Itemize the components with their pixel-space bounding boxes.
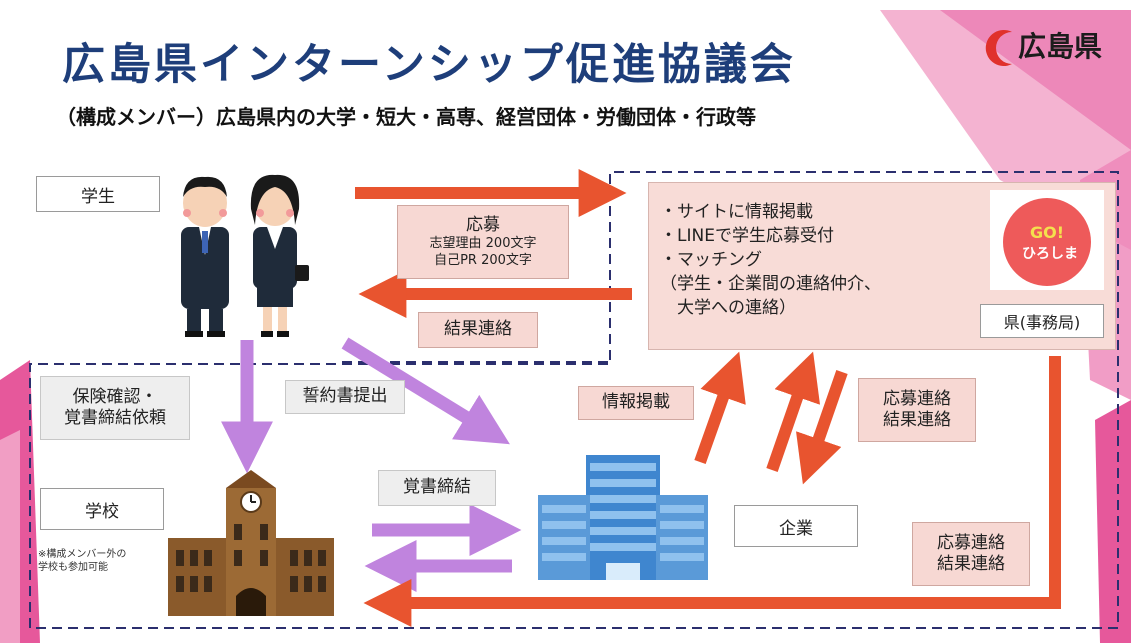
result-box: 結果連絡 xyxy=(418,312,538,348)
prefecture-label: 県(事務局) xyxy=(980,304,1104,338)
pledge-box: 誓約書提出 xyxy=(285,380,405,414)
contact-line: 結果連絡 xyxy=(937,554,1005,574)
logo-text: 広島県 xyxy=(1018,30,1103,63)
students-illustration xyxy=(181,174,309,337)
svg-text:ひろしま: ひろしま xyxy=(1022,246,1078,262)
contact-line: 応募連絡 xyxy=(883,388,951,409)
student-label: 学生 xyxy=(36,176,160,212)
page-title: 広島県インターンシップ促進協議会 xyxy=(62,40,796,90)
bullet-item: ・マッチング xyxy=(660,250,762,270)
contact-line: 応募連絡 xyxy=(937,532,1005,553)
apply-line: 志望理由 200文字 xyxy=(429,236,537,252)
bullet-item: （学生・企業間の連絡仲介、 xyxy=(660,274,881,294)
school-building-icon xyxy=(168,470,334,616)
page-subtitle: （構成メンバー）広島県内の大学・短大・高専、経営団体・労働団体・行政等 xyxy=(56,105,756,129)
arrow-contact-up xyxy=(766,351,821,472)
memorandum-box: 覚書締結 xyxy=(378,470,496,506)
apply-title: 応募 xyxy=(466,215,500,236)
insurance-line: 覚書締結依頼 xyxy=(64,408,166,428)
arrow-contact-down xyxy=(796,370,848,485)
arrow-info-post xyxy=(694,351,746,465)
contact-box-1: 応募連絡 結果連絡 xyxy=(858,378,976,442)
contact-box-2: 応募連絡 結果連絡 xyxy=(912,522,1030,586)
prefecture-bullets: ・サイトに情報掲載 ・LINEで学生応募受付 ・マッチング （学生・企業間の連絡… xyxy=(660,200,881,320)
svg-text:GO!: GO! xyxy=(1030,223,1064,242)
female-student-icon xyxy=(250,174,309,337)
logo-mark-icon xyxy=(985,29,1012,67)
school-note-line: ※構成メンバー外の xyxy=(38,549,127,560)
apply-line: 自己PR 200文字 xyxy=(434,252,532,268)
male-student-icon xyxy=(181,176,229,337)
contact-line: 結果連絡 xyxy=(883,410,951,430)
arrow-pledge xyxy=(341,337,510,445)
hiroshima-logo xyxy=(985,29,1012,67)
school-note: ※構成メンバー外の 学校も参加可能 xyxy=(38,548,126,574)
arrow-school-contact xyxy=(363,356,1061,627)
company-building-icon xyxy=(538,455,708,580)
go-hiroshima-badge-icon: GO! ひろしま xyxy=(990,190,1104,290)
school-note-line: 学校も参加可能 xyxy=(38,562,108,573)
bullet-item: ・サイトに情報掲載 xyxy=(660,202,813,222)
insurance-box: 保険確認・ 覚書締結依頼 xyxy=(40,376,190,440)
info-post-box: 情報掲載 xyxy=(578,386,694,420)
bullet-item: ・LINEで学生応募受付 xyxy=(660,226,834,246)
company-label: 企業 xyxy=(734,505,858,547)
insurance-line: 保険確認・ xyxy=(72,386,158,407)
bullet-item: 大学への連絡） xyxy=(660,298,796,318)
school-label: 学校 xyxy=(40,488,164,530)
apply-box: 応募 志望理由 200文字 自己PR 200文字 xyxy=(397,205,569,279)
